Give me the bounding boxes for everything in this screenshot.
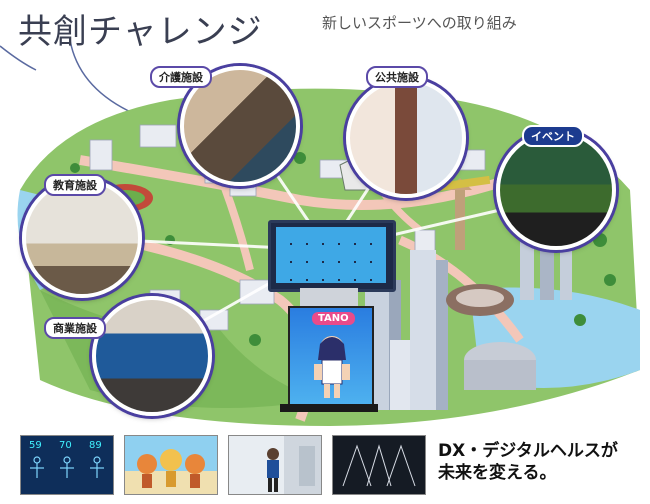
commercial-facility-photo — [92, 296, 212, 416]
thumb-score-1: 59 — [29, 440, 42, 451]
label-care-facility: 介護施設 — [150, 66, 212, 88]
thumb-score-3: 89 — [89, 440, 102, 451]
tagline-line-1: DX・デジタルヘルスが — [438, 441, 618, 461]
cartoon-characters — [137, 449, 205, 488]
education-facility-photo — [22, 178, 142, 298]
public-facility-photo — [346, 78, 466, 198]
label-education-facility: 教育施設 — [44, 174, 106, 196]
tagline-line-2: 未来を変える。 — [438, 463, 557, 483]
thumbnail-cartoon-game — [124, 435, 218, 495]
label-commercial-facility: 商業施設 — [44, 317, 106, 339]
thumb-figures — [30, 456, 104, 478]
thumbnail-court-lines — [332, 435, 426, 495]
person-figure — [267, 446, 315, 492]
page-subtitle: 新しいスポーツへの取り組み — [322, 14, 517, 32]
thumbnail-person-demo — [228, 435, 322, 495]
mascot-illustration — [314, 336, 350, 398]
court-lines-graphic — [342, 444, 416, 487]
kiosk-stand — [300, 288, 358, 306]
page-title: 共創チャレンジ — [18, 12, 263, 52]
kiosk-base — [280, 404, 378, 412]
thumb-score-2: 70 — [59, 440, 72, 451]
kiosk-panel: TANO — [288, 306, 374, 410]
kiosk-logo: TANO — [312, 312, 355, 325]
tagline: DX・デジタルヘルスが 未来を変える。 — [438, 440, 618, 484]
kiosk-screen-grid — [276, 227, 386, 283]
kiosk-screen — [268, 220, 396, 292]
thumbnail-score-screen: 59 70 89 — [20, 435, 114, 495]
event-photo — [496, 130, 616, 250]
label-public-facility: 公共施設 — [366, 66, 428, 88]
label-event: イベント — [522, 125, 584, 147]
